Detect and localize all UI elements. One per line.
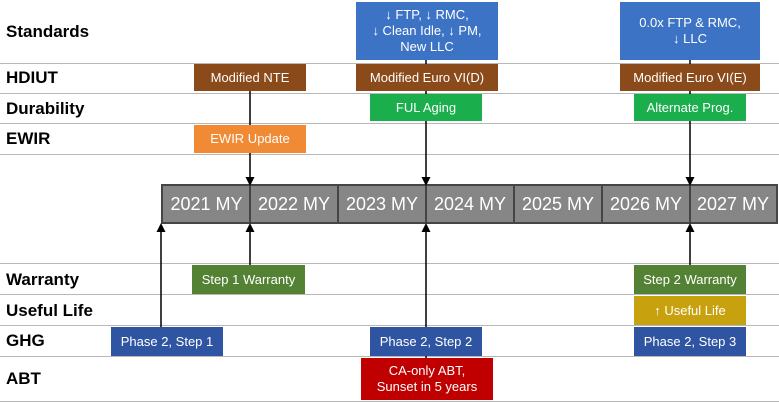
- timeline-year-2021: 2021 MY: [161, 184, 250, 224]
- standards-2027-box: 0.0x FTP & RMC, ↓ LLC: [620, 2, 760, 60]
- hdiut-2027-box: Modified Euro VI(E): [620, 64, 760, 91]
- row-divider: [0, 63, 779, 64]
- year-label: 2022 MY: [257, 193, 331, 214]
- row-divider: [0, 263, 779, 264]
- ghg-2021-box: Phase 2, Step 1: [111, 327, 223, 356]
- row-label-useful-life: Useful Life: [6, 301, 93, 320]
- row-divider: [0, 123, 779, 124]
- standards-2024-box: ↓ FTP, ↓ RMC, ↓ Clean Idle, ↓ PM, New LL…: [356, 2, 498, 60]
- year-label: 2027 MY: [696, 193, 770, 214]
- ghg-2027-box: Phase 2, Step 3: [634, 327, 746, 356]
- year-label: 2024 MY: [433, 193, 507, 214]
- row-divider: [0, 93, 779, 94]
- hdiut-2022-box: Modified NTE: [194, 64, 306, 91]
- year-divider: [513, 184, 515, 224]
- abt-2024-line-2: Sunset in 5 years: [376, 379, 478, 394]
- abt-2024-box: CA-only ABT, Sunset in 5 years: [361, 358, 493, 400]
- row-label-durability: Durability: [6, 99, 85, 118]
- row-label-ewir: EWIR: [6, 129, 51, 148]
- year-divider: [337, 184, 339, 224]
- standards-2024-line-1: ↓ FTP, ↓ RMC,: [385, 7, 469, 22]
- warranty-2027-box: Step 2 Warranty: [634, 265, 746, 294]
- row-divider: [0, 356, 779, 357]
- row-divider: [0, 294, 779, 295]
- standards-2024-line-2: ↓ Clean Idle, ↓ PM,: [372, 23, 482, 38]
- warranty-2022-box: Step 1 Warranty: [192, 265, 305, 294]
- timeline-year-2026: 2026 MY: [602, 184, 690, 224]
- durability-2027-box: Alternate Prog.: [634, 94, 746, 121]
- standards-2027-line-1: 0.0x FTP & RMC,: [639, 15, 741, 30]
- year-label: 2026 MY: [609, 193, 683, 214]
- row-label-abt: ABT: [6, 369, 41, 388]
- timeline-year-2022: 2022 MY: [250, 184, 338, 224]
- standards-2027-line-2: ↓ LLC: [673, 31, 707, 46]
- year-divider: [689, 184, 691, 224]
- standards-2024-line-3: New LLC: [400, 39, 454, 54]
- timeline-year-2023: 2023 MY: [338, 184, 426, 224]
- year-divider: [249, 184, 251, 224]
- timeline-year-2025: 2025 MY: [514, 184, 602, 224]
- row-label-warranty: Warranty: [6, 270, 80, 289]
- ewir-2022-box: EWIR Update: [194, 125, 306, 153]
- year-divider: [425, 184, 427, 224]
- year-divider: [601, 184, 603, 224]
- row-divider: [0, 154, 779, 155]
- hdiut-2024-box: Modified Euro VI(D): [356, 64, 498, 91]
- year-label: 2021 MY: [170, 193, 243, 214]
- durability-2024-box: FUL Aging: [370, 94, 482, 121]
- row-divider: [0, 401, 779, 402]
- useful-life-2027-box: ↑ Useful Life: [634, 296, 746, 325]
- row-label-hdiut: HDIUT: [6, 68, 58, 87]
- abt-2024-line-1: CA-only ABT,: [388, 363, 466, 378]
- ghg-2024-box: Phase 2, Step 2: [370, 327, 482, 356]
- row-label-ghg: GHG: [6, 331, 45, 350]
- timeline-year-2027: 2027 MY: [690, 184, 778, 224]
- year-label: 2025 MY: [521, 193, 595, 214]
- row-label-standards: Standards: [6, 22, 90, 41]
- row-divider: [0, 325, 779, 326]
- timeline-year-2024: 2024 MY: [426, 184, 514, 224]
- year-label: 2023 MY: [345, 193, 419, 214]
